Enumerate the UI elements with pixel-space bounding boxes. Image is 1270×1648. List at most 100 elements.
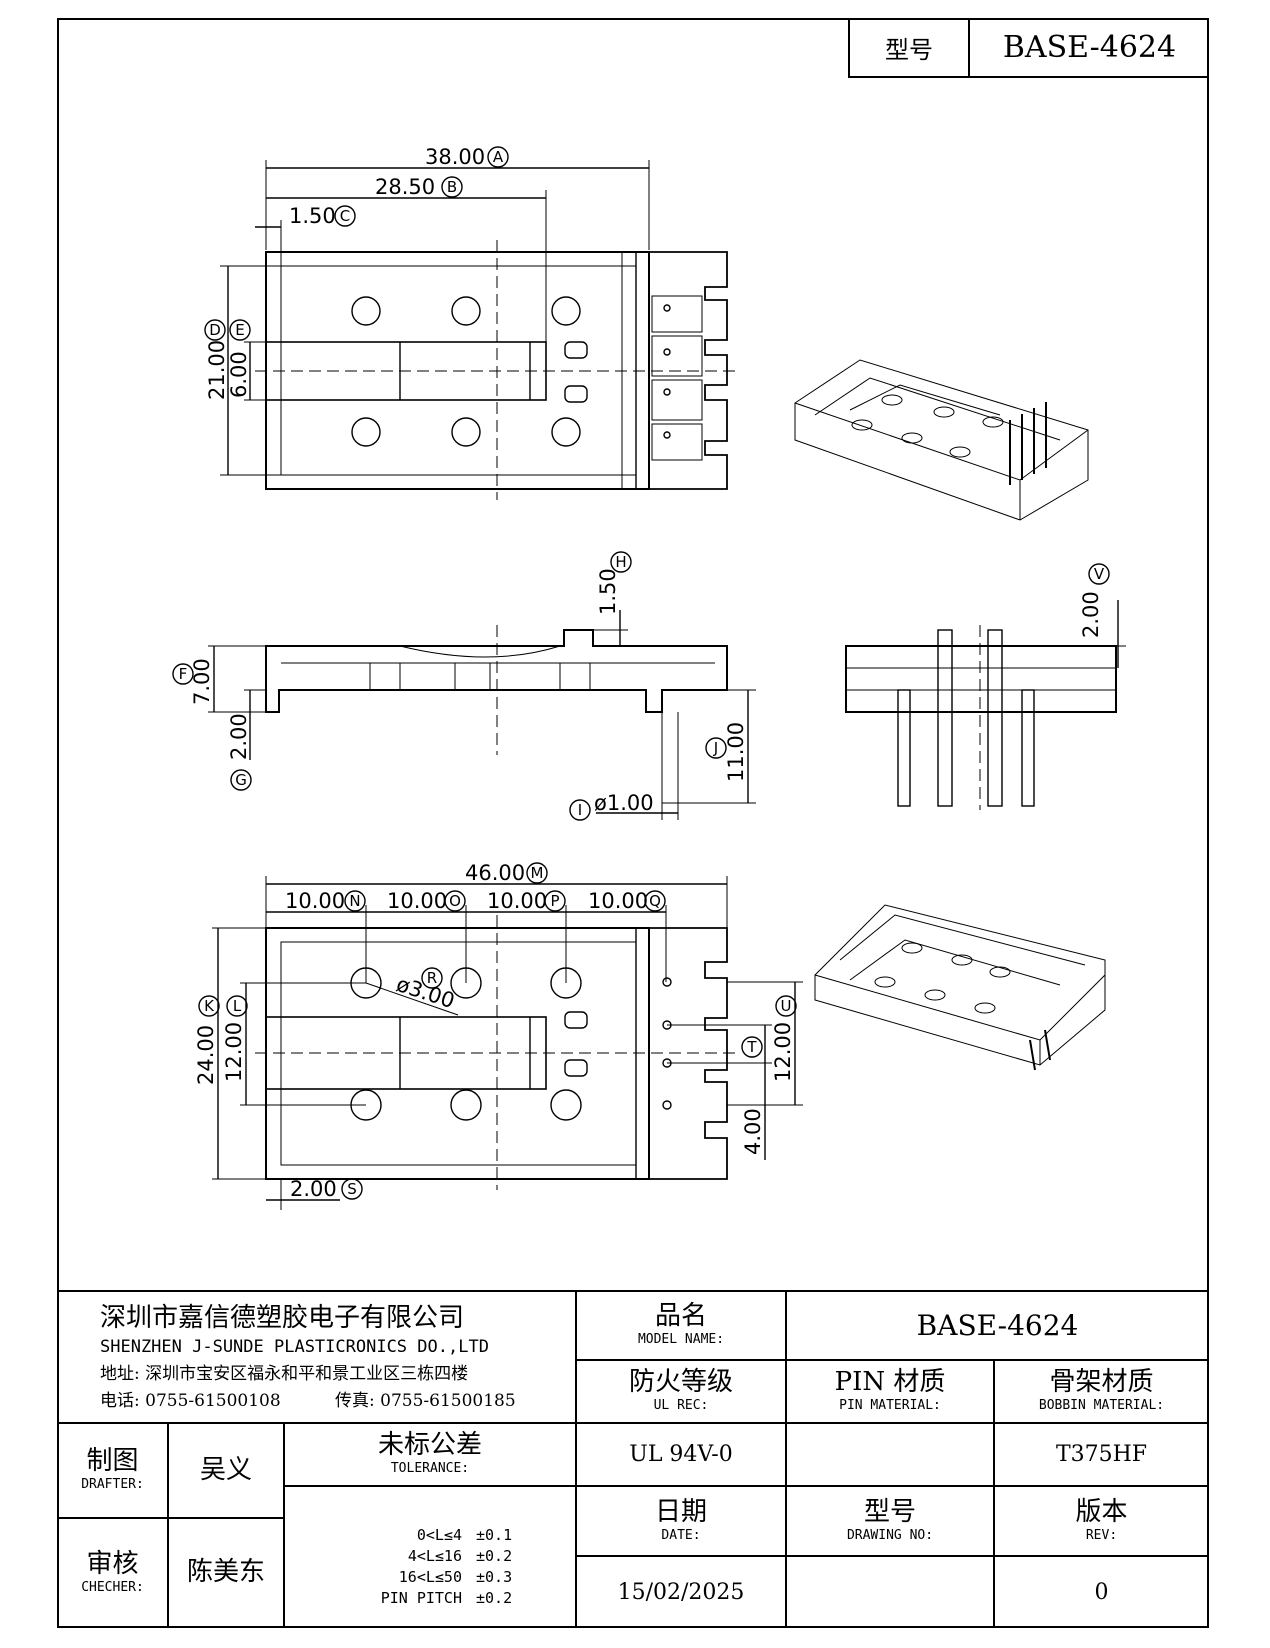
end-pin [937,629,953,807]
tolerance-row: 0<L≤4±0.1 [352,1525,512,1546]
dim-l-text: 12.00 [222,1022,246,1082]
ul-label: 防火等级 UL REC: [576,1360,786,1423]
top-pin [663,348,671,356]
top-hole [351,417,381,447]
iso2-boss [901,942,923,954]
marker-b-label: B [447,178,457,196]
top-pin-comb [649,251,728,490]
side-outline [265,629,728,713]
side-view [208,610,756,820]
tolerance-table: 0<L≤4±0.1 4<L≤16±0.2 16<L≤50±0.3 PIN PIT… [352,1525,512,1609]
marker-v [1088,563,1110,585]
iso1-boss [982,416,1004,428]
marker-f [172,663,194,685]
company-phone: 电话: 0755-61500108 [100,1391,281,1411]
ul-cn: 防火等级 [628,1367,733,1398]
iso1-boss [949,446,971,458]
iso2-outline [814,904,1106,1066]
marker-g-label: G [235,771,247,789]
rev-value: 0 [1094,1579,1109,1605]
drawing-no-label: 型号 DRAWING NO: [786,1486,994,1556]
marker-m [526,862,548,884]
iso1-boss [881,394,903,406]
bobbin-en: BOBBIN MATERIAL: [1038,1398,1165,1413]
top-pin [663,431,671,439]
end-view [845,600,1126,810]
top-hole [351,296,381,326]
dim-leader-r [365,982,459,1016]
iso1-boss [851,419,873,431]
dim-v-text: 2.00 [1079,591,1103,638]
title-block-grid [57,1290,1209,1628]
bottom-markers: M N O P Q R K L S U T [198,862,797,1200]
dim-p-text: 10.00 [487,889,547,913]
tolerance-value: ±0.3 [476,1568,513,1586]
pin-cn: PIN 材质 [834,1367,946,1398]
pin-material-label: PIN 材质 PIN MATERIAL: [786,1360,994,1423]
iso2-channel [849,939,1061,986]
tolerance-row: PIN PITCH±0.2 [352,1588,512,1609]
bottom-view [212,876,803,1210]
iso2-edge [814,974,1106,1041]
dim-i-text: ø1.00 [594,791,654,815]
top-slot [564,341,588,359]
ul-value: UL 94V-0 [629,1442,733,1467]
rev-en: REV: [1085,1527,1118,1543]
side-ribs [369,663,591,690]
dim-n-text: 10.00 [285,889,345,913]
marker-c [334,205,356,227]
bobbin-material-value: T375HF [1055,1442,1148,1467]
checker-en: CHECHER: [81,1579,144,1595]
dim-k-text: 24.00 [194,1025,218,1085]
dim-o-text: 10.00 [387,889,447,913]
top-pin-pocket [651,295,703,333]
checker-value: 陈美东 [186,1557,265,1588]
tolerance-en: TOLERANCE: [390,1461,470,1476]
dim-j-text: 11.00 [724,722,748,782]
top-pin-pocket [651,379,703,421]
dim-u-text: 12.00 [771,1022,795,1082]
tolerance-row: 4<L≤16±0.2 [352,1546,512,1567]
date-label: 日期 DATE: [576,1486,786,1556]
marker-e [229,319,251,341]
marker-q [644,890,666,912]
rev-label: 版本 REV: [994,1486,1209,1556]
marker-o [444,890,466,912]
marker-m-label: M [531,864,544,882]
marker-d [204,319,226,341]
iso1-boss [901,432,923,444]
marker-i [569,799,591,821]
checker-cn: 审核 [86,1548,139,1579]
marker-o-label: O [449,892,461,910]
company-info: 深圳市嘉信德塑胶电子有限公司 SHENZHEN J-SUNDE PLASTICR… [100,1302,516,1414]
top-pin-pocket [651,423,703,461]
date-cn: 日期 [654,1496,707,1527]
dim-a-text: 38.00 [425,145,485,169]
marker-t [741,1036,763,1058]
iso2-pin [1029,1039,1036,1071]
tolerance-range: 0<L≤4 [416,1526,462,1544]
bottom-pin [662,977,672,987]
drafter-label: 制图 DRAFTER: [57,1423,168,1518]
ul-en: UL REC: [653,1398,709,1413]
drafter-en: DRAFTER: [81,1477,144,1492]
marker-t-label: T [746,1038,757,1056]
tolerance-row: 16<L≤50±0.3 [352,1567,512,1588]
tolerance-cn: 未标公差 [377,1430,482,1461]
top-markers: A B C D E [204,146,509,341]
header-box: 型号 BASE-4624 [848,18,1209,78]
iso2-boss [874,976,896,988]
bottom-dim-texts: 46.00 10.00 10.00 10.00 10.00 ø3.00 24.0… [194,861,795,1201]
date-value: 15/02/2025 [617,1579,745,1605]
marker-k [198,995,220,1017]
marker-q-label: Q [649,892,661,910]
marker-f-label: F [179,665,188,683]
top-slot [564,385,588,403]
iso1-outline [794,359,1089,521]
top-hole [451,417,481,447]
end-pin [897,689,911,807]
model-name-value: BASE-4624 [916,1309,1079,1342]
marker-k-label: K [204,997,215,1015]
top-hole [451,296,481,326]
company-fax: 传真: 0755-61500185 [335,1391,516,1411]
